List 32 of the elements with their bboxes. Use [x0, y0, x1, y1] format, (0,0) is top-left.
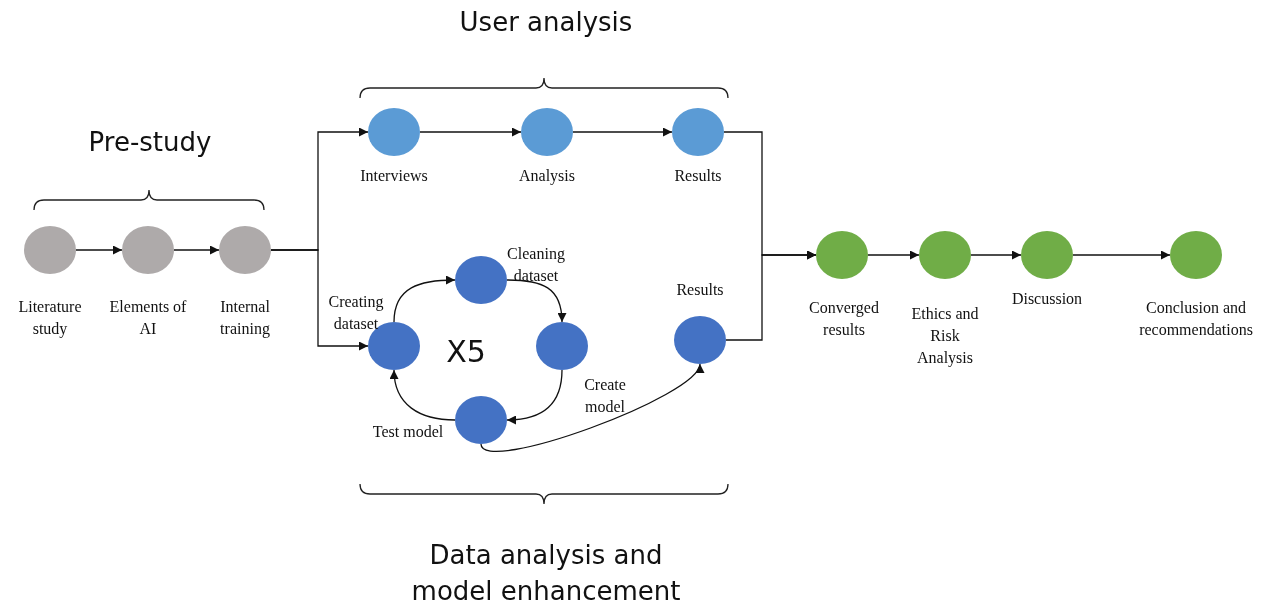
node-label: Interviews	[359, 166, 429, 186]
arrow	[390, 369, 456, 421]
arrow	[867, 250, 920, 260]
arrow	[725, 250, 817, 341]
node-label: Discussion	[1010, 289, 1084, 309]
node-label: Literature study	[17, 297, 83, 340]
arrow	[970, 250, 1022, 260]
node-label: Cleaning dataset	[506, 244, 566, 286]
arrow	[572, 127, 673, 137]
node-label: Results	[673, 166, 723, 186]
arrow	[506, 279, 567, 323]
arrow	[173, 245, 220, 255]
node-label: Converged results	[808, 298, 880, 340]
arrow	[75, 245, 123, 255]
arrow	[1072, 250, 1171, 260]
node-label: Results	[675, 280, 725, 300]
node-label: Test model	[371, 422, 445, 442]
node-label: Elements of AI	[108, 297, 188, 339]
section-title: Data analysis and model enhancement	[410, 539, 682, 609]
section-title: Pre-study	[87, 126, 213, 159]
node-label: Analysis	[518, 166, 576, 187]
repeat-count: X5	[445, 333, 487, 371]
node-label: Create model	[583, 375, 627, 417]
section-title: User analysis	[458, 6, 634, 39]
arrow	[393, 275, 456, 323]
arrow	[270, 249, 369, 351]
node-label: Conclusion and recommendations	[1138, 298, 1254, 340]
node-label: Ethics and Risk Analysis	[910, 304, 980, 369]
node-label: Creating dataset	[327, 292, 385, 334]
arrow	[419, 127, 522, 137]
node-label: Internal training	[219, 297, 271, 340]
arrow	[506, 369, 563, 425]
